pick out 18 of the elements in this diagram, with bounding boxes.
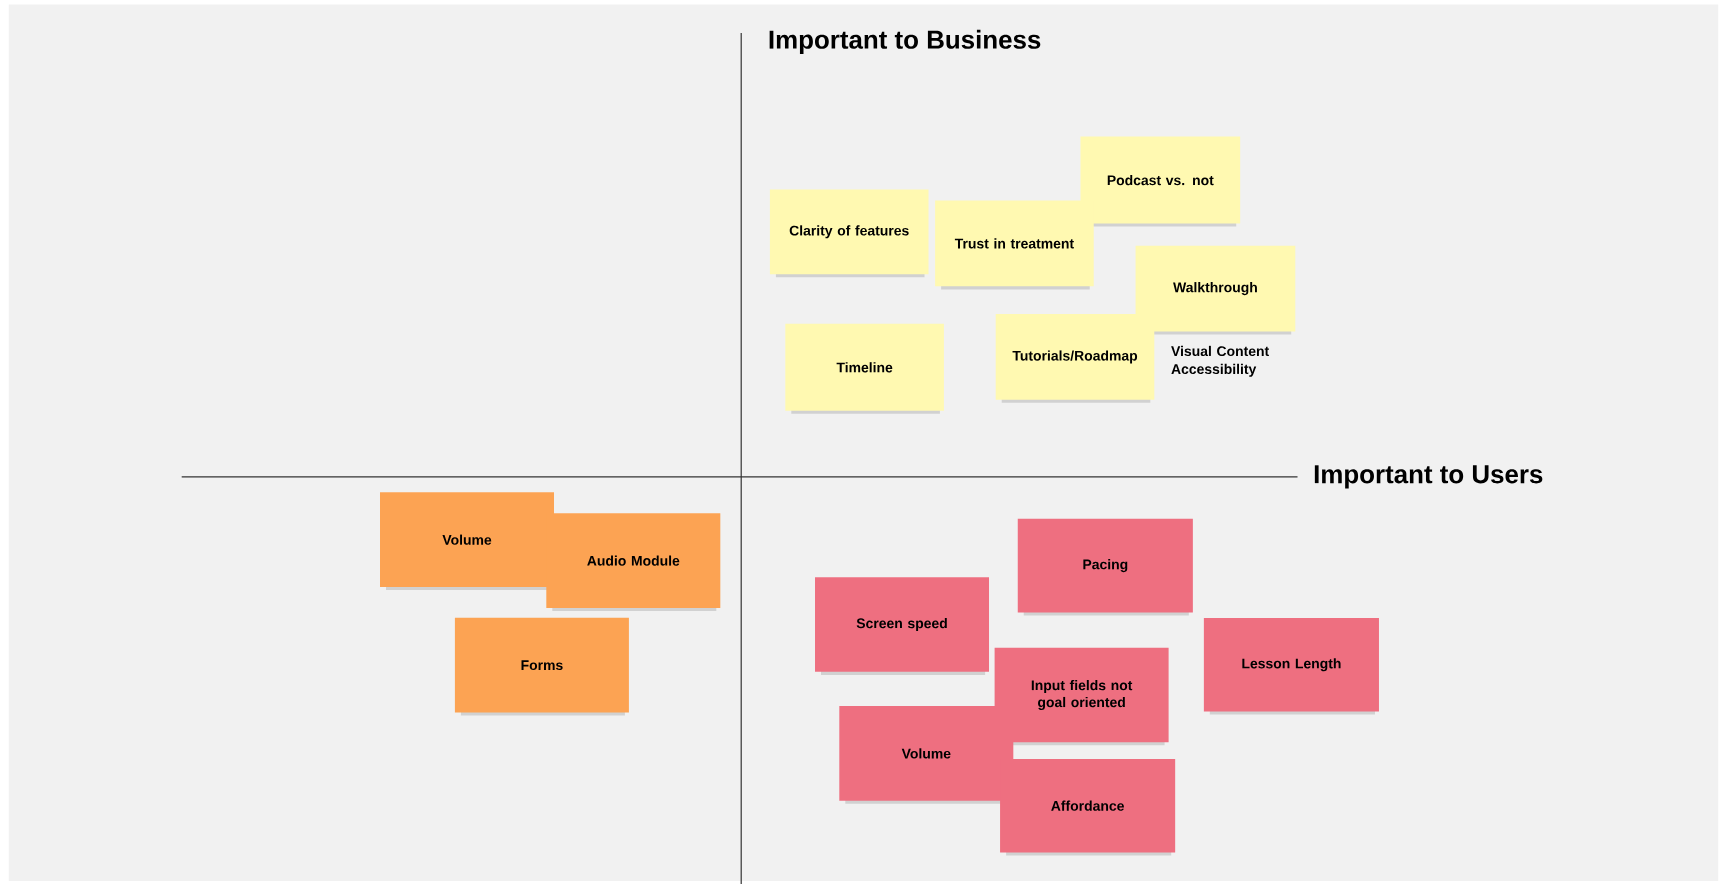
sticky-note: Pacing bbox=[1017, 518, 1193, 616]
axis-label: Important to Business bbox=[769, 29, 1041, 54]
sticky-note: Podcast vs. not bbox=[1080, 136, 1241, 227]
sticky-note: Tutorials/Roadmap bbox=[995, 313, 1155, 403]
sticky-note: Input fields not goal oriented bbox=[994, 647, 1169, 746]
sticky-note: Lesson Length bbox=[1203, 617, 1379, 715]
sticky-note: Volume bbox=[380, 492, 554, 590]
sticky-note: Affordance bbox=[1000, 758, 1176, 856]
sticky-note: Walkthrough bbox=[1135, 245, 1296, 335]
axis-label: Important to Users bbox=[1314, 465, 1543, 489]
sticky-note: Audio Module bbox=[546, 513, 721, 611]
sticky-note: Trust in treatment bbox=[935, 200, 1094, 290]
sticky-note: Volume bbox=[839, 706, 1014, 804]
sticky-note: Clarity of features bbox=[769, 189, 929, 278]
sticky-note: Timeline bbox=[785, 323, 944, 414]
sticky-note: Forms bbox=[454, 617, 629, 716]
note-text: Visual Content Accessibility bbox=[1171, 345, 1269, 377]
sticky-note: Screen speed bbox=[815, 577, 989, 675]
